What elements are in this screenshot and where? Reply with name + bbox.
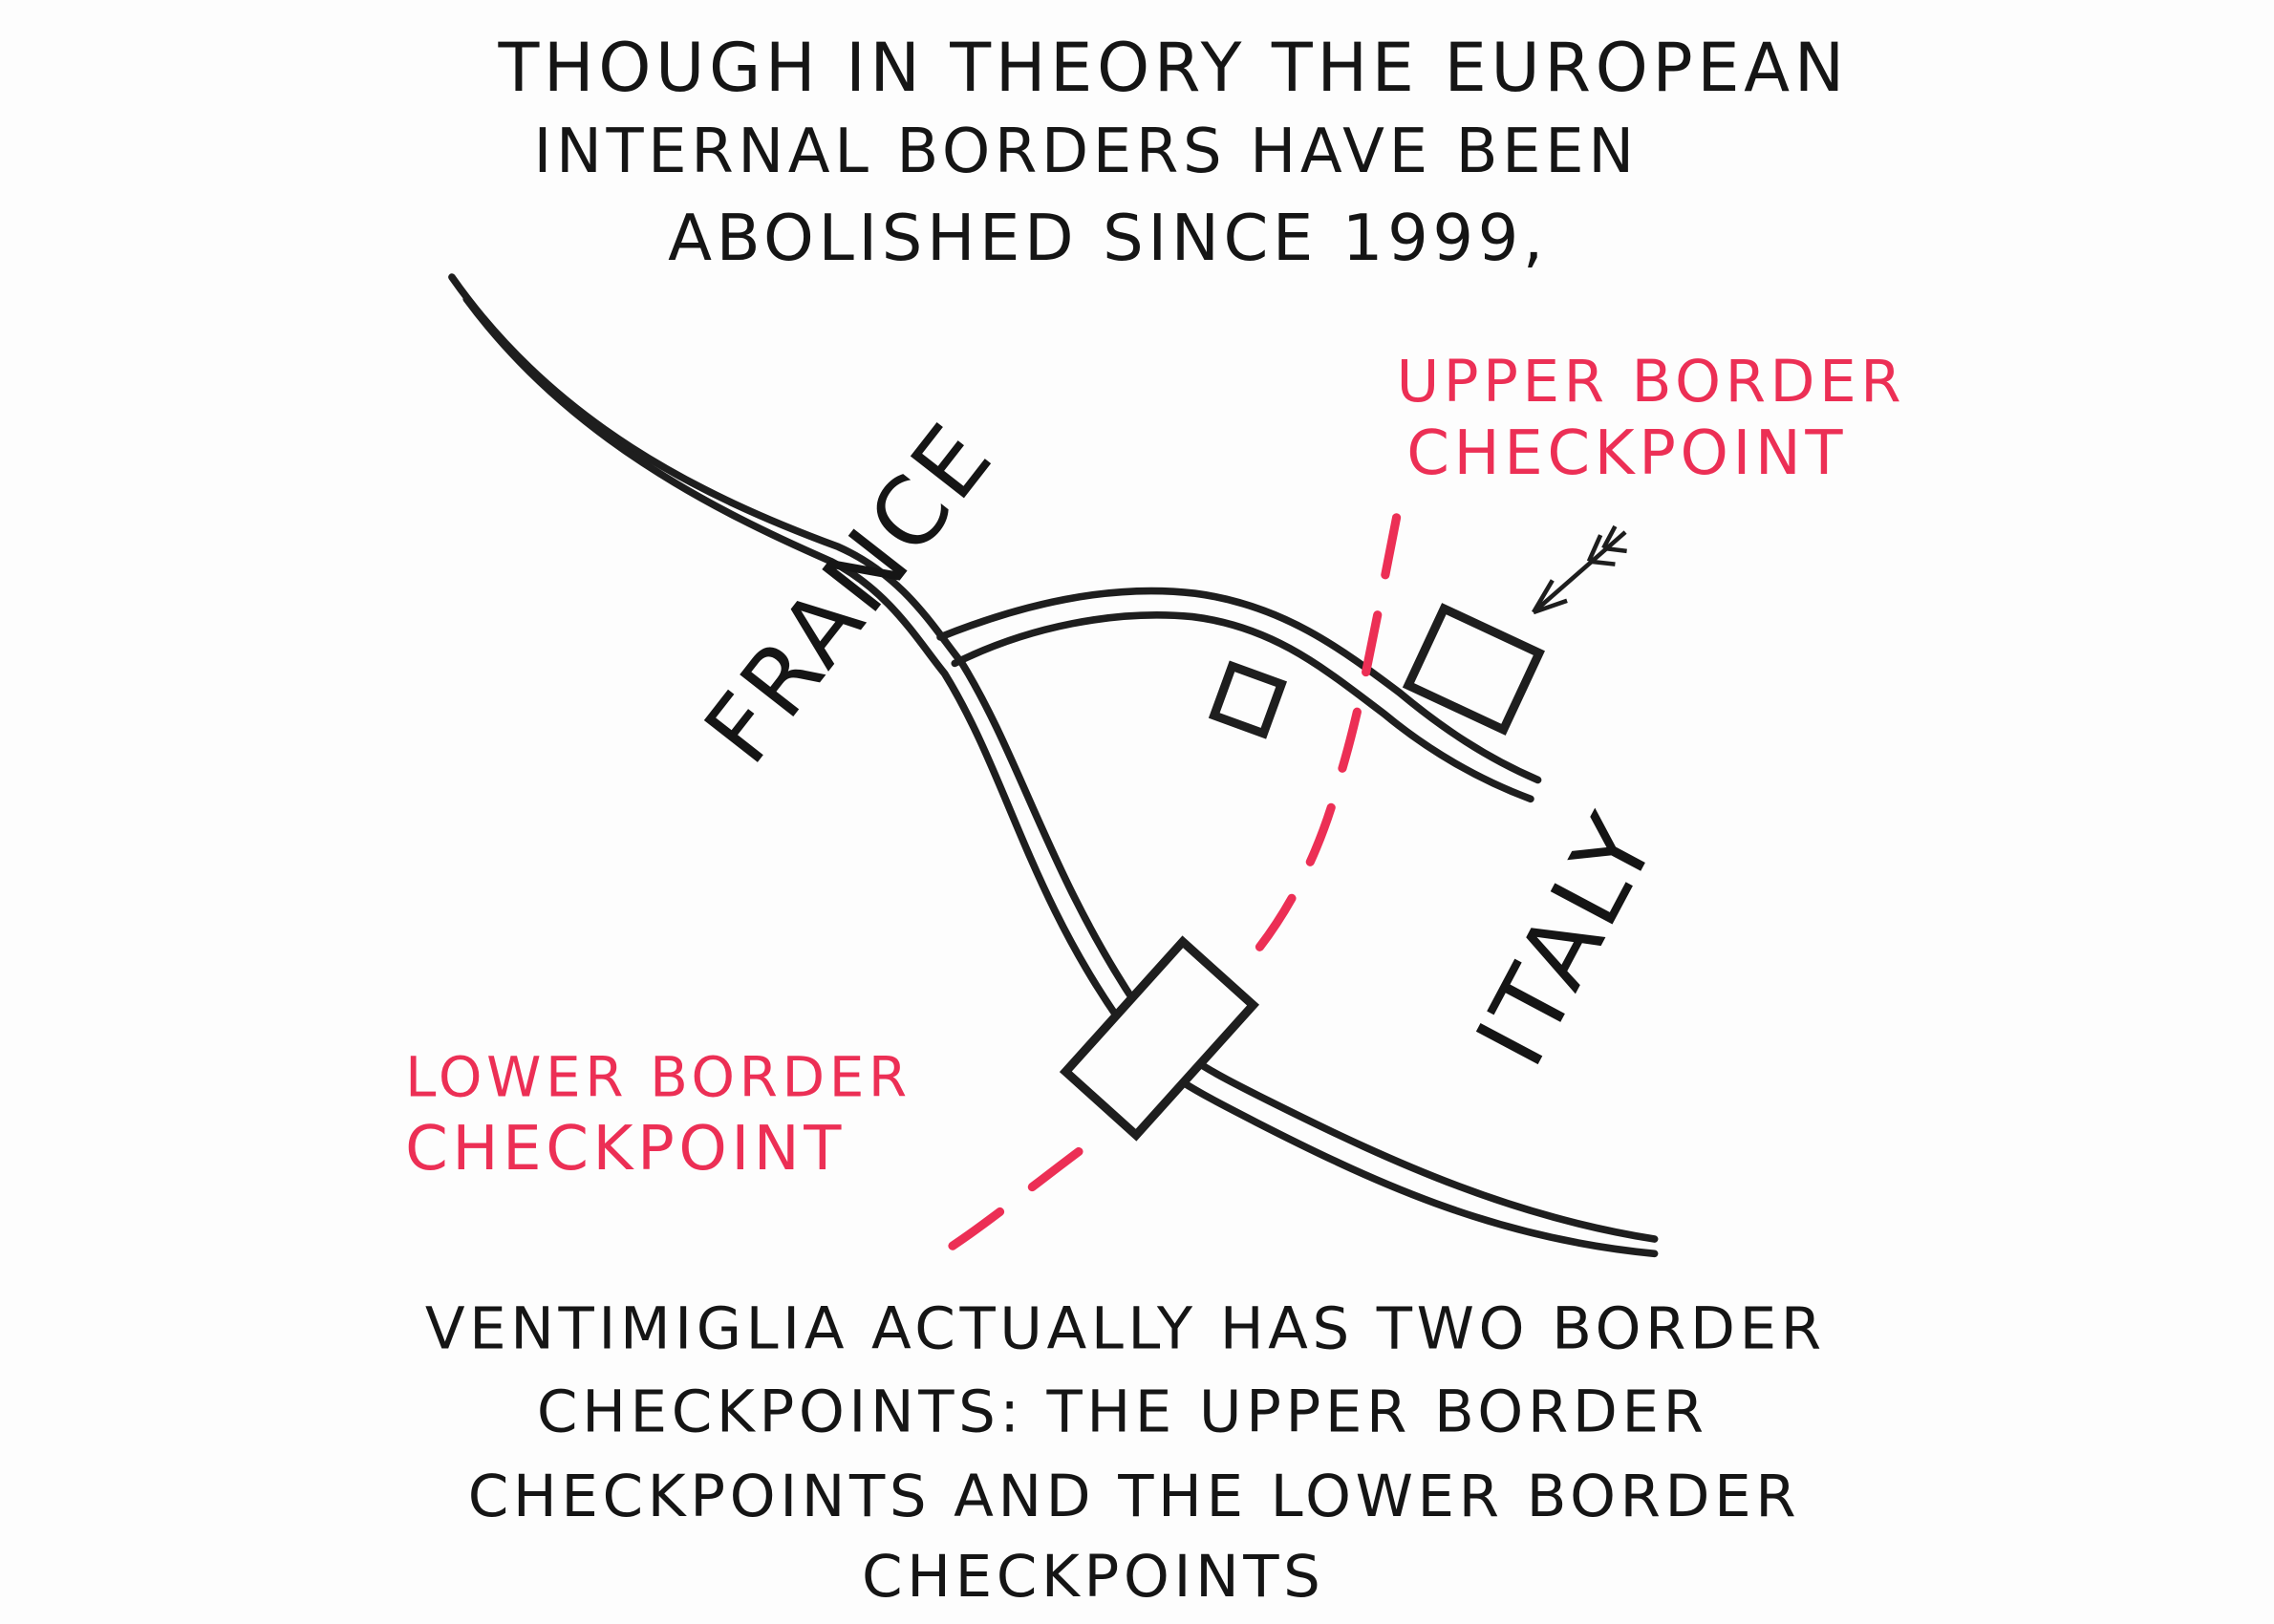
road-branch: [936, 587, 1542, 803]
label-line: LOWER BORDER: [405, 1045, 912, 1110]
country-label-italy: ITALY: [1455, 796, 1679, 1084]
lower-checkpoint-label: LOWER BORDER CHECKPOINT: [405, 1045, 912, 1185]
lower-checkpoint-building: [1059, 935, 1260, 1142]
buildings: [1059, 603, 1545, 1142]
label-line: CHECKPOINT: [405, 1114, 846, 1185]
label-line: CHECKPOINT: [1406, 418, 1847, 489]
intro-line: ABOLISHED SINCE 1999,: [668, 201, 1548, 275]
intro-text: THOUGH IN THEORY THE EUROPEAN INTERNAL B…: [497, 29, 1848, 275]
border-line: [931, 513, 1402, 1261]
intro-line: INTERNAL BORDERS HAVE BEEN: [533, 117, 1638, 187]
conclusion-line: CHECKPOINTS: [862, 1543, 1324, 1611]
conclusion-line: CHECKPOINTS: THE UPPER BORDER: [537, 1378, 1708, 1445]
country-label-france: FRANCE: [684, 402, 1016, 783]
intro-line: THOUGH IN THEORY THE EUROPEAN: [497, 29, 1848, 107]
conclusion-line: CHECKPOINTS AND THE LOWER BORDER: [468, 1463, 1800, 1530]
arrow-icon: [1532, 524, 1627, 615]
conclusion-text: VENTIMIGLIA ACTUALLY HAS TWO BORDER CHEC…: [425, 1294, 1826, 1611]
upper-checkpoint-building: [1402, 603, 1545, 736]
road-main: [448, 273, 1659, 1258]
conclusion-line: VENTIMIGLIA ACTUALLY HAS TWO BORDER: [425, 1294, 1826, 1362]
small-building: [1208, 660, 1288, 739]
label-line: UPPER BORDER: [1397, 348, 1906, 416]
upper-checkpoint-label: UPPER BORDER CHECKPOINT: [1397, 348, 1906, 489]
